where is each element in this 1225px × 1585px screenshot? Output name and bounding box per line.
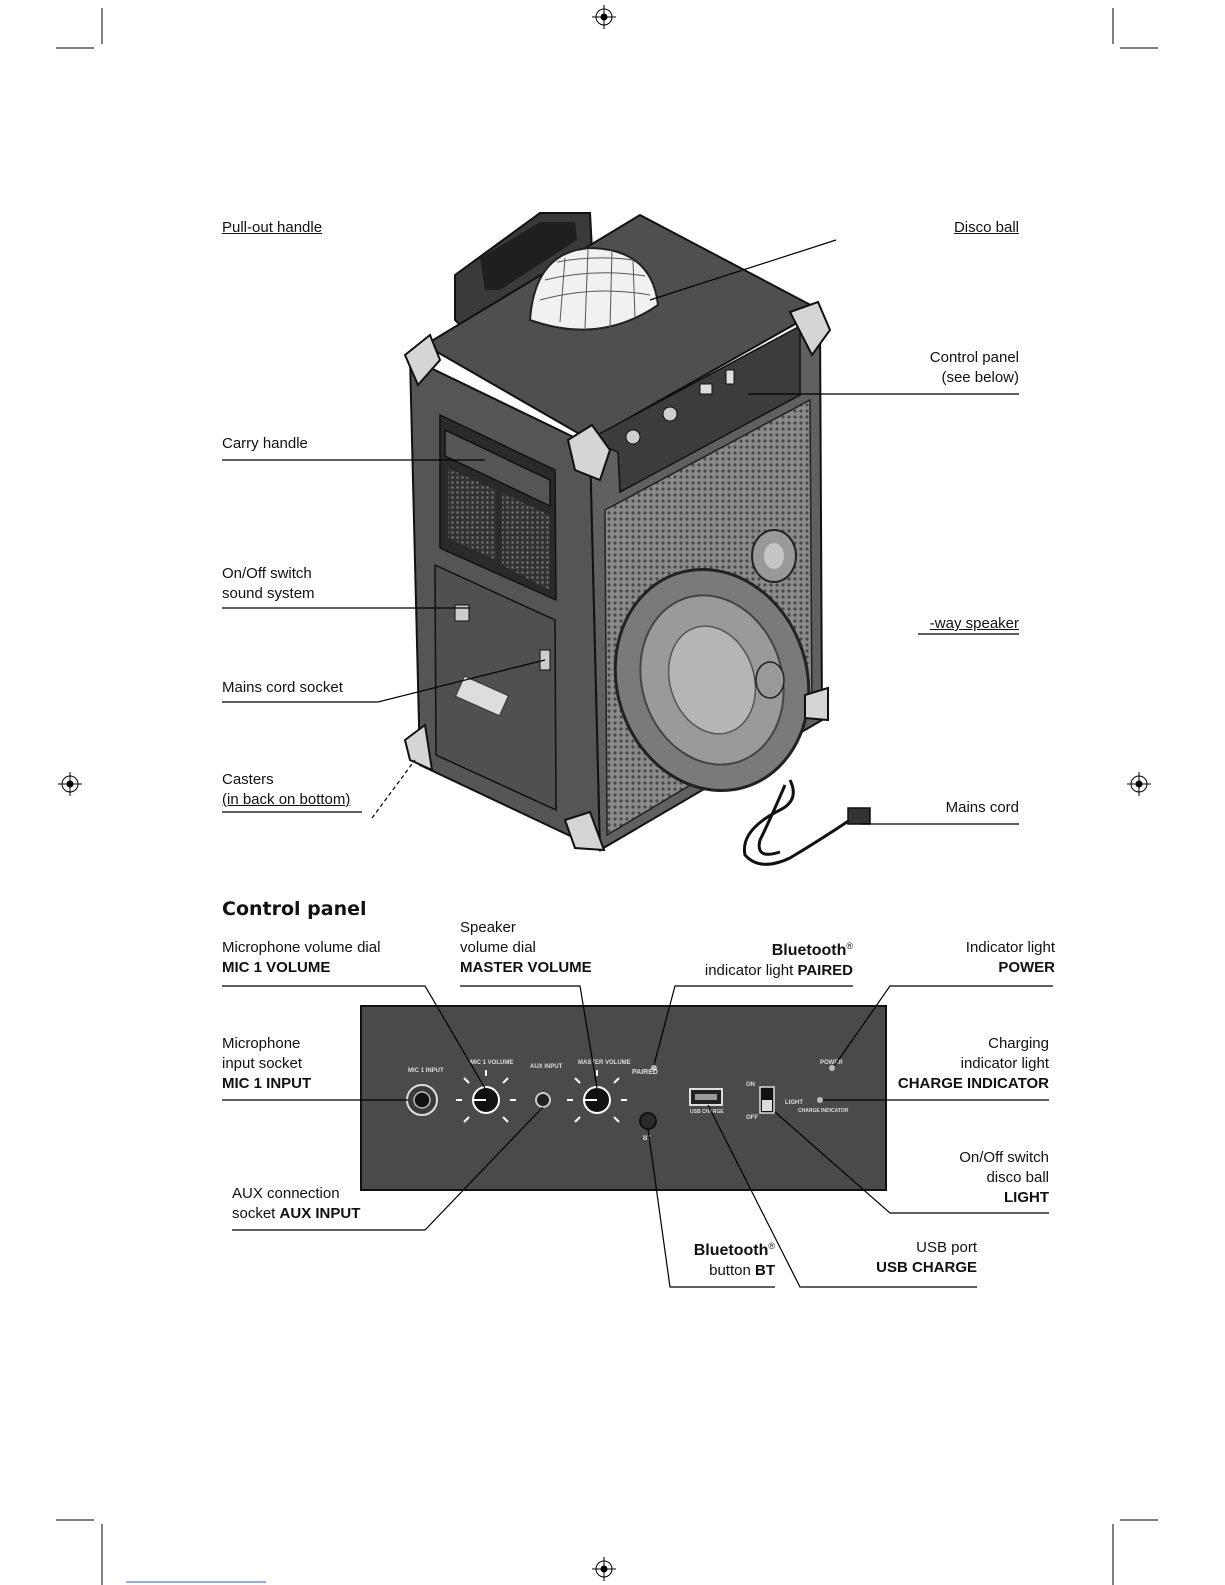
master-volume-dial-icon (567, 1070, 627, 1123)
registration-mark-bottom (592, 1557, 616, 1581)
usb-port-icon (689, 1088, 723, 1106)
panel-markings: MIC 1 INPUT MIC 1 VOLUME AUX INPUT MASTE… (408, 1060, 849, 1142)
label-aux-line3: AUX INPUT (279, 1205, 361, 1222)
tweeter-icon (751, 529, 797, 699)
label-bt-button-line2: button (709, 1262, 755, 1279)
panel-mark-paired: PAIRED (632, 1069, 658, 1076)
label-control-panel: Control panel (see below) (930, 348, 1019, 388)
panel-mark-light: LIGHT (785, 1100, 803, 1106)
mic-volume-dial-icon (456, 1070, 516, 1123)
label-bt-paired: Bluetooth® indicator light PAIRED (705, 936, 853, 981)
label-casters-line1: Casters (222, 771, 274, 788)
registration-mark-top (592, 5, 616, 29)
panel-mark-usb: USB CHARGE (690, 1109, 724, 1115)
label-carry-handle: Carry handle (222, 435, 308, 452)
label-onoff-sound-line2: sound system (222, 585, 315, 602)
label-bt-button-brand: Bluetooth (693, 1242, 769, 1259)
crop-marks (56, 8, 1158, 1585)
aux-input-socket-icon (535, 1092, 551, 1108)
label-mic-volume-line2: MIC 1 VOLUME (222, 959, 331, 976)
label-power-light-line2: POWER (998, 959, 1055, 976)
label-speaker-volume-line1: Speaker (460, 919, 516, 936)
speaker-body (403, 212, 832, 852)
label-charging-line2: indicator light (960, 1055, 1049, 1072)
strip-knobs (625, 369, 735, 445)
label-mic-volume-line1: Microphone volume dial (222, 939, 381, 956)
control-panel-plate (360, 1005, 887, 1191)
registration-mark-left (58, 772, 82, 796)
label-aux: AUX connection socket AUX INPUT (232, 1184, 360, 1224)
panel-mark-mic-volume: MIC 1 VOLUME (470, 1060, 513, 1066)
leader-lines-top (222, 239, 1019, 825)
label-bt-paired-line2: indicator light (704, 962, 798, 979)
mic-input-socket-icon (406, 1084, 438, 1116)
label-aux-line2: socket (232, 1205, 280, 1222)
bt-button-icon (639, 1112, 657, 1130)
label-bt-button-line3: BT (755, 1262, 775, 1279)
label-speaker-volume-line2: volume dial (460, 939, 536, 956)
label-pull-out-handle: Pull-out handle (222, 219, 323, 236)
label-bt-button-reg: ® (768, 1241, 775, 1251)
light-switch-icon (759, 1086, 775, 1114)
power-led-icon (829, 1065, 835, 1071)
label-mains-cord-socket: Mains cord socket (222, 679, 343, 696)
label-usb-line2: USB CHARGE (876, 1259, 977, 1276)
label-onoff-sound-line1: On/Off switch (222, 565, 312, 582)
panel-mark-charge: CHARGE INDICATOR (798, 1108, 849, 1114)
label-light-switch-line1: On/Off switch (959, 1149, 1049, 1166)
label-two-way-speaker: -way speaker (929, 615, 1019, 632)
control-panel-title: Control panel (222, 898, 367, 920)
charge-led-icon (817, 1097, 823, 1103)
woofer-icon (613, 568, 811, 792)
corner-protectors (403, 300, 832, 852)
label-mic-volume: Microphone volume dial MIC 1 VOLUME (222, 938, 380, 978)
label-bt-paired-line3: PAIRED (797, 962, 853, 979)
carry-handle (444, 428, 551, 508)
panel-mark-power: POWER (820, 1060, 843, 1066)
label-usb: USB port USB CHARGE (876, 1238, 977, 1278)
label-control-panel-line1: Control panel (929, 349, 1019, 366)
label-disco-ball: Disco ball (953, 219, 1019, 236)
label-power-light: Indicator light POWER (966, 938, 1055, 978)
registration-mark-right (1127, 772, 1151, 796)
label-mic-input-line2: input socket (222, 1055, 303, 1072)
label-mains-cord: Mains cord (945, 799, 1019, 816)
label-bt-paired-reg: ® (846, 941, 853, 951)
power-switch-icon (454, 604, 470, 622)
label-light-switch-line2: disco ball (986, 1169, 1049, 1186)
label-casters-line2: (in back on bottom) (222, 791, 351, 808)
label-bt-paired-brand: Bluetooth (771, 942, 847, 959)
label-speaker-volume: Speaker volume dial MASTER VOLUME (460, 918, 592, 978)
mains-cord-icon (742, 779, 871, 866)
paired-led-icon (651, 1065, 657, 1071)
label-usb-line1: USB port (916, 1239, 977, 1256)
label-light-switch-line3: LIGHT (1004, 1189, 1049, 1206)
disco-ball-icon (528, 246, 660, 331)
label-onoff-sound: On/Off switch sound system (222, 564, 315, 604)
label-bt-button: Bluetooth® button BT (694, 1236, 775, 1281)
label-light-switch: On/Off switch disco ball LIGHT (959, 1148, 1049, 1208)
label-control-panel-line2: (see below) (941, 369, 1019, 386)
label-charging-line3: CHARGE INDICATOR (897, 1075, 1049, 1092)
panel-mark-mic-input: MIC 1 INPUT (408, 1068, 444, 1074)
panel-mark-master-volume: MASTER VOLUME (578, 1060, 631, 1066)
label-charging: Charging indicator light CHARGE INDICATO… (898, 1034, 1049, 1094)
panel-mark-aux-input: AUX INPUT (530, 1064, 563, 1070)
panel-mark-on: ON (746, 1082, 755, 1088)
label-mic-input-line3: MIC 1 INPUT (222, 1075, 312, 1092)
label-charging-line1: Charging (988, 1035, 1049, 1052)
label-casters: Casters (in back on bottom) (222, 770, 350, 810)
speaker-control-strip (586, 324, 801, 494)
panel-mark-off: OFF (746, 1115, 758, 1121)
label-mic-input-line1: Microphone (222, 1035, 301, 1052)
leader-lines-panel (222, 985, 1053, 1288)
label-mic-input: Microphone input socket MIC 1 INPUT (222, 1034, 311, 1094)
back-panel (434, 563, 557, 812)
label-power-light-line1: Indicator light (965, 939, 1055, 956)
label-speaker-volume-line3: MASTER VOLUME (460, 959, 592, 976)
panel-mark-bt: BT (643, 1136, 651, 1142)
label-aux-line1: AUX connection (232, 1185, 340, 1202)
